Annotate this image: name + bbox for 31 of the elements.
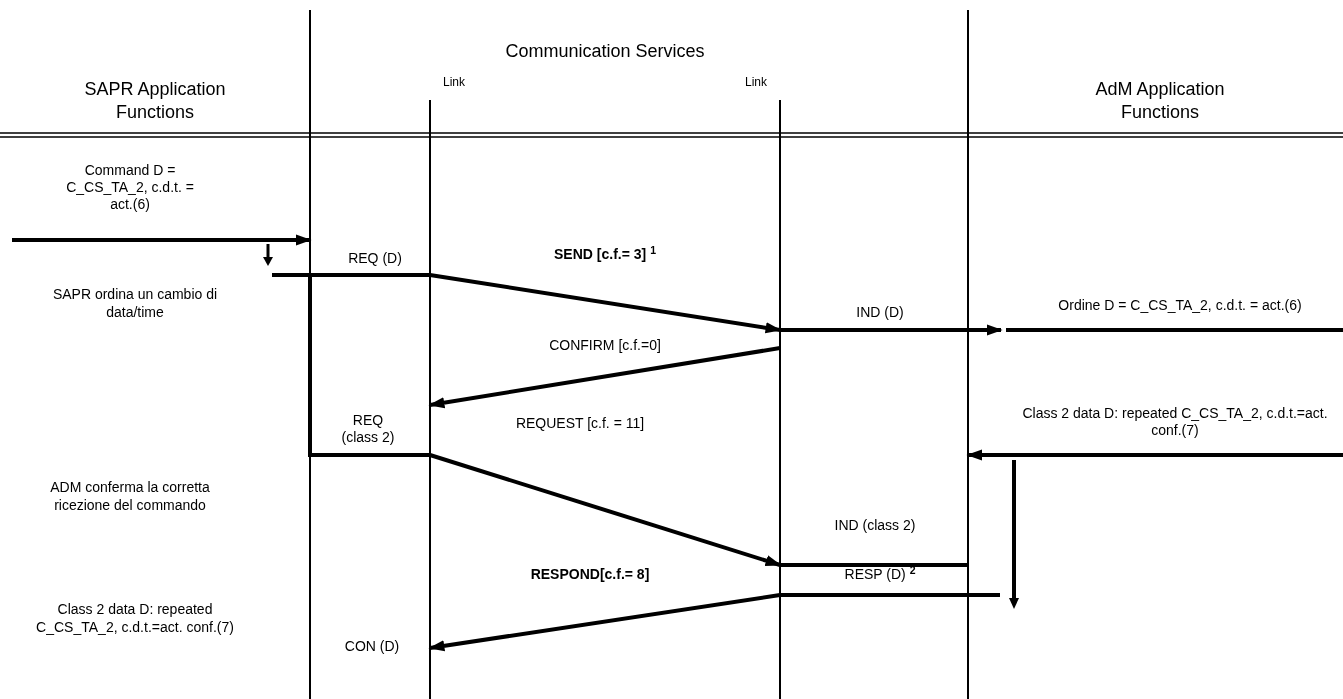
message-label: REQ (D)	[347, 250, 403, 267]
lifeline	[309, 10, 311, 699]
lane-heading: AdM Application Functions	[1094, 78, 1226, 125]
note-text: CON (D)	[343, 637, 401, 656]
note-text: SAPR ordina un cambio di data/time	[51, 285, 219, 322]
note-text: Class 2 data D: repeated C_CS_TA_2, c.d.t.=act. conf.(7)	[35, 600, 235, 637]
message-arrow	[966, 449, 1343, 461]
message-label: REQUEST [c.f. = 11]	[514, 415, 646, 432]
lifeline	[429, 100, 431, 699]
lane-heading: SAPR Application Functions	[83, 78, 227, 125]
note-text: ADM conferma la corretta ricezione del commando	[49, 478, 211, 515]
message-label: RESPOND[c.f.= 8]	[529, 566, 651, 583]
message-label: Class 2 data D: repeated C_CS_TA_2, c.d.t.=act. conf.(7)	[1021, 405, 1329, 439]
note-text: Ordine D = C_CS_TA_2, c.d.t. = act.(6)	[1057, 296, 1303, 315]
lifeline	[779, 100, 781, 699]
message-arrow	[429, 453, 782, 567]
message-label: IND (D)	[855, 304, 905, 321]
message-arrow	[428, 346, 781, 409]
message-arrow	[429, 273, 782, 334]
message-label: REQ (class 2)	[340, 412, 396, 446]
message-label: Command D = C_CS_TA_2, c.d.t. = act.(6)	[65, 162, 195, 213]
message-label: IND (class 2)	[833, 517, 917, 534]
message-label: CONFIRM [c.f.=0]	[548, 337, 662, 354]
message-arrow	[428, 593, 781, 652]
message-arrow	[780, 324, 1003, 336]
message-label: SEND [c.f.= 3] $^{1}$	[553, 246, 657, 263]
lifeline-label: Link	[744, 76, 768, 88]
lifeline-label: Link	[442, 76, 466, 88]
lifeline	[967, 10, 969, 699]
message-arrow	[12, 234, 312, 246]
lane-heading: Communication Services	[504, 40, 706, 63]
